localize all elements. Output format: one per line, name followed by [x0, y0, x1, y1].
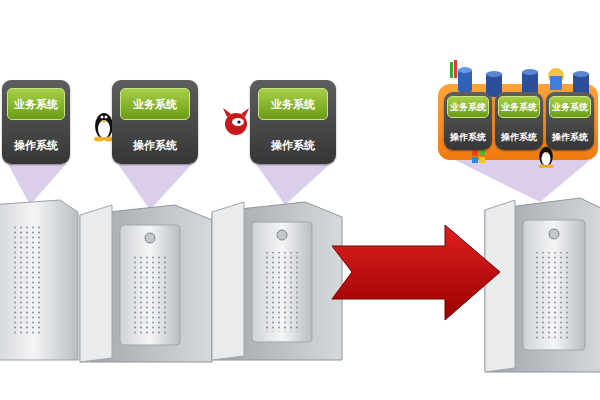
server — [212, 202, 342, 360]
os-label-row: 操作系统 — [444, 120, 492, 150]
os-callout: 操作系统业务系统 — [444, 92, 492, 150]
linux-logo — [94, 113, 114, 142]
os-label: 操作系统 — [501, 132, 537, 142]
app-box: 业务系统 — [447, 96, 489, 118]
os-label: 操作系统 — [14, 139, 58, 152]
os-label-row: 操作系统 — [2, 124, 70, 164]
server — [80, 205, 212, 362]
migration-arrow — [332, 225, 500, 320]
app-label: 业务系统 — [271, 97, 315, 112]
os-label-row: 操作系统 — [112, 124, 198, 164]
os-label-row: 操作系统 — [546, 120, 594, 150]
app-box: 业务系统 — [120, 88, 190, 120]
windows-logo — [472, 150, 485, 163]
app-box: 业务系统 — [549, 96, 591, 118]
server — [0, 200, 78, 360]
os-callout: 操作系统业务系统 — [546, 92, 594, 150]
app-box: 业务系统 — [498, 96, 540, 118]
bsd-logo — [223, 108, 249, 135]
app-box: 业务系统 — [258, 88, 328, 120]
host-band — [438, 84, 598, 160]
os-callout: 操作系统业务系统 — [2, 80, 70, 164]
os-label: 操作系统 — [552, 132, 588, 142]
app-label: 业务系统 — [501, 101, 537, 114]
app-label: 业务系统 — [450, 101, 486, 114]
os-label: 操作系统 — [271, 139, 315, 152]
os-label-row: 操作系统 — [250, 124, 336, 164]
app-label: 业务系统 — [133, 97, 177, 112]
os-callout: 操作系统业务系统 — [250, 80, 336, 164]
os-label: 操作系统 — [450, 132, 486, 142]
linux-logo — [539, 147, 554, 168]
app-label: 业务系统 — [552, 101, 588, 114]
os-label: 操作系统 — [133, 139, 177, 152]
os-callout: 操作系统业务系统 — [495, 92, 543, 150]
os-label-row: 操作系统 — [495, 120, 543, 150]
app-box: 业务系统 — [7, 88, 65, 120]
app-label: 业务系统 — [14, 97, 58, 112]
os-callout: 操作系统业务系统 — [112, 80, 198, 164]
server — [485, 198, 600, 372]
